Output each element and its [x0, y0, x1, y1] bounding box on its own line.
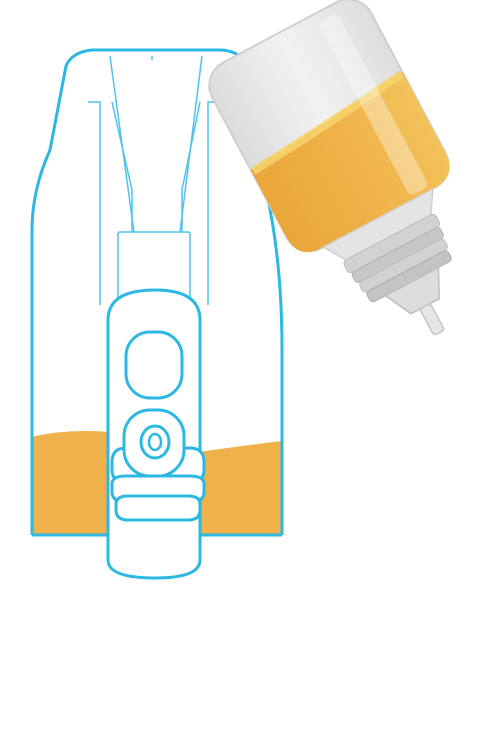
chimney-lines — [88, 56, 220, 305]
e-liquid-bottle — [200, 0, 478, 375]
central-core — [108, 290, 204, 578]
